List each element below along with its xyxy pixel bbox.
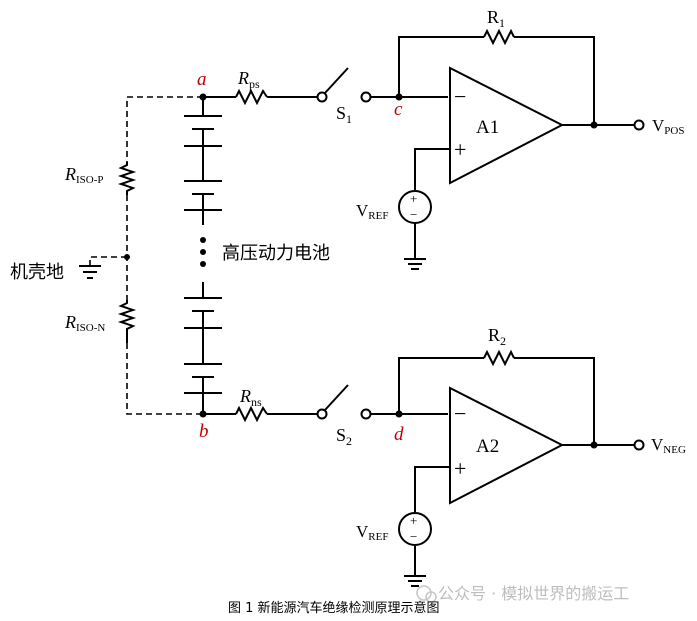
chassis-ground-label: 机壳地	[10, 262, 64, 283]
node-a-label: a	[197, 69, 207, 90]
dashed-bottom-wire	[126, 343, 203, 415]
s1-label: S1	[336, 103, 352, 126]
ellipsis-dot-3	[200, 261, 206, 267]
battery-pack-label: 高压动力电池	[222, 243, 330, 264]
top-branch	[203, 28, 645, 270]
amp-a1-label: A1	[476, 117, 499, 138]
chassis-node	[124, 254, 130, 260]
s2-left-terminal	[316, 408, 328, 420]
vpos-label: VPOS	[652, 116, 684, 137]
isolation-network	[79, 96, 203, 415]
a2-plus-sign: +	[454, 456, 466, 481]
riso-n-resistor	[117, 300, 137, 343]
dashed-ground-wire	[89, 256, 127, 265]
s1-blade	[324, 67, 349, 94]
r2-resistor	[483, 349, 515, 367]
vref1-minus: −	[410, 207, 417, 222]
ellipsis-dot-1	[200, 237, 206, 243]
r2-label: R2	[488, 325, 506, 348]
battery-stack	[184, 93, 222, 418]
riso-p-resistor	[117, 162, 137, 195]
node-b-label: b	[199, 421, 209, 442]
riso-p-label: RISO-P	[64, 164, 104, 186]
vneg-terminal	[633, 439, 645, 451]
vref1-label: VREF	[356, 201, 388, 222]
amp-a2-label: A2	[476, 436, 499, 457]
dashed-top-wire	[126, 96, 203, 162]
ground-icon-1	[404, 258, 426, 270]
rps-resistor	[235, 88, 268, 106]
node-c-label: c	[394, 99, 403, 120]
vref1-plus: +	[410, 191, 417, 206]
r1-resistor	[483, 28, 515, 46]
s1-right-terminal	[360, 91, 372, 103]
ellipsis-dot-2	[200, 249, 206, 255]
a2-minus-sign: −	[454, 401, 466, 426]
watermark: 公众号 · 模拟世界的搬运工	[416, 584, 629, 603]
node-d-label: d	[394, 424, 404, 445]
bottom-branch	[203, 349, 645, 587]
vpos-terminal	[633, 119, 645, 131]
s2-label: S2	[336, 425, 352, 448]
chassis-ground-icon	[79, 265, 101, 279]
s1-left-terminal	[316, 91, 328, 103]
s2-right-terminal	[360, 408, 372, 420]
opamp-a1-triangle	[449, 66, 565, 185]
a2-output-node	[590, 441, 598, 449]
opamp-a2-triangle	[449, 386, 565, 505]
vref2-minus: −	[410, 529, 417, 544]
s2-blade	[324, 384, 349, 411]
a1-minus-sign: −	[454, 84, 466, 109]
vref2-plus: +	[410, 513, 417, 528]
wechat-icon	[416, 585, 432, 601]
a1-output-node	[590, 121, 598, 129]
watermark-text: 公众号 · 模拟世界的搬运工	[438, 584, 629, 603]
vneg-label: VNEG	[651, 435, 686, 456]
riso-n-label: RISO-N	[64, 312, 105, 334]
figure-caption: 图 1 新能源汽车绝缘检测原理示意图	[228, 600, 440, 616]
a1-plus-sign: +	[454, 137, 466, 162]
ground-icon-2	[404, 575, 426, 587]
r1-label: R1	[487, 7, 505, 30]
rns-resistor	[235, 405, 268, 423]
rns-label: Rns	[239, 386, 262, 409]
rps-label: Rps	[237, 68, 260, 91]
vref2-label: VREF	[356, 522, 388, 543]
